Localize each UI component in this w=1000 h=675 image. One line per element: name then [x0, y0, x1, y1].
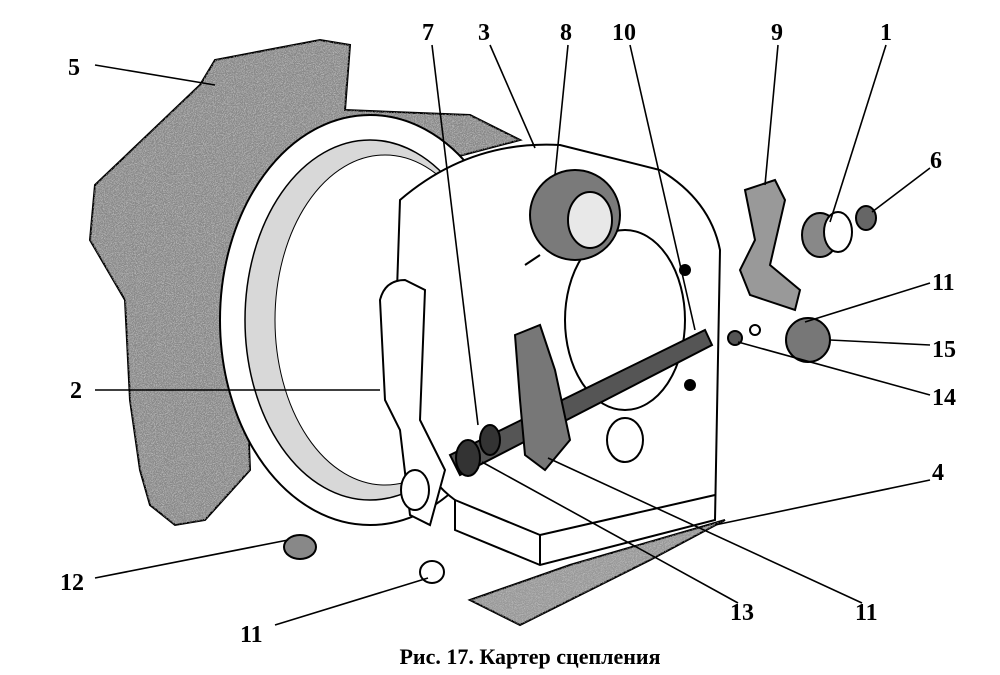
figure-caption: Рис. 17. Картер сцепления — [0, 644, 1000, 670]
release-fork — [738, 178, 802, 312]
callout-11-bottom-left: 11 — [240, 622, 263, 648]
shaft-fork — [513, 323, 572, 472]
plug — [283, 534, 317, 560]
callout-7: 7 — [422, 20, 434, 46]
callout-13: 13 — [730, 600, 754, 626]
callout-14: 14 — [932, 385, 956, 411]
callout-5: 5 — [68, 55, 80, 81]
callout-12: 12 — [60, 570, 84, 596]
caption-text: Рис. 17. Картер сцепления — [399, 644, 661, 669]
callout-11-bottom-right: 11 — [855, 600, 878, 626]
callout-6: 6 — [930, 148, 942, 174]
washer — [785, 317, 831, 363]
callout-8: 8 — [560, 20, 572, 46]
clutch-shaft — [448, 328, 714, 477]
leader-lines — [94, 44, 931, 626]
gasket — [467, 519, 726, 627]
callout-4: 4 — [932, 460, 944, 486]
bushing — [801, 211, 853, 258]
small-washer — [749, 324, 761, 336]
callout-15: 15 — [932, 337, 956, 363]
release-bearing — [524, 169, 621, 266]
bottom-washer — [419, 560, 445, 584]
callout-2: 2 — [70, 378, 82, 404]
callout-10: 10 — [612, 20, 636, 46]
callout-3: 3 — [478, 20, 490, 46]
clutch-lever — [378, 278, 447, 527]
callout-9: 9 — [771, 20, 783, 46]
callout-11-right: 11 — [932, 270, 955, 296]
callout-1: 1 — [880, 20, 892, 46]
cap-nut — [855, 205, 877, 231]
